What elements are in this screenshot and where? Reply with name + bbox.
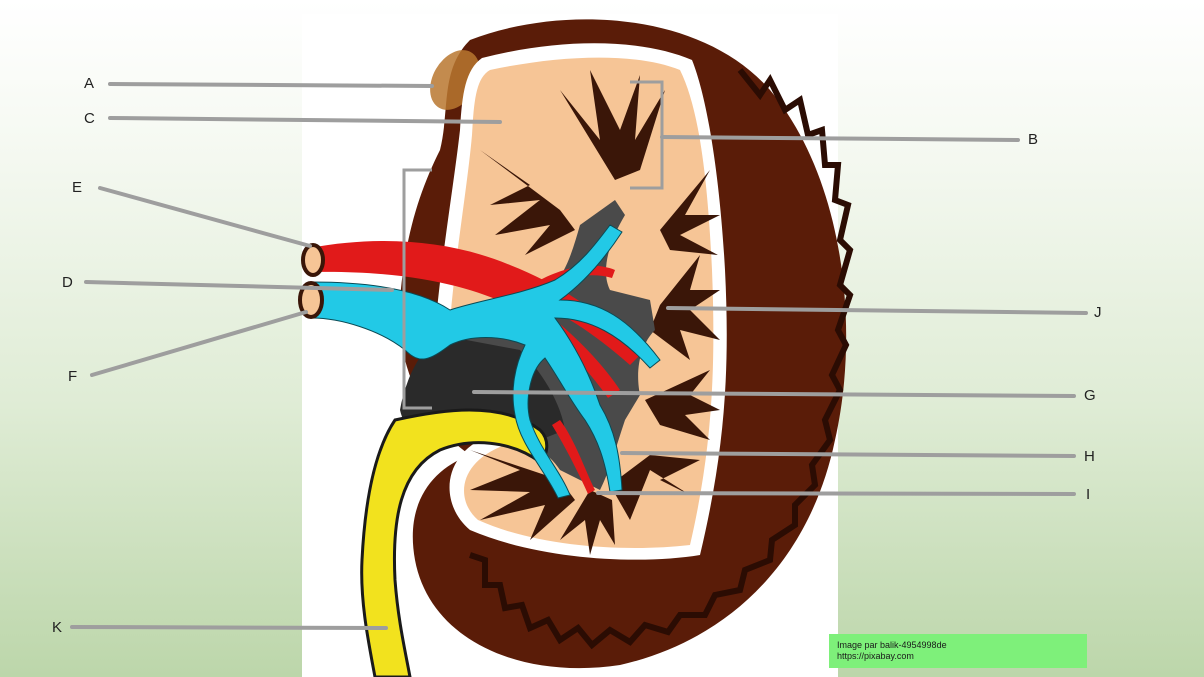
label-c: C bbox=[84, 111, 95, 126]
label-e: E bbox=[72, 180, 82, 195]
credit-line-2: https://pixabay.com bbox=[837, 651, 1087, 662]
leader-f bbox=[92, 312, 306, 375]
leader-a bbox=[110, 84, 432, 86]
label-a: A bbox=[84, 76, 94, 91]
leader-c bbox=[110, 118, 500, 122]
leader-k bbox=[72, 627, 386, 628]
label-f: F bbox=[68, 369, 77, 384]
leader-e bbox=[100, 188, 310, 246]
label-h: H bbox=[1084, 449, 1095, 464]
artery-opening bbox=[303, 245, 323, 275]
image-credit: Image par balik-4954998de https://pixaba… bbox=[829, 634, 1087, 668]
label-i: I bbox=[1086, 487, 1090, 502]
leader-i bbox=[598, 493, 1074, 494]
label-j: J bbox=[1094, 305, 1102, 320]
label-d: D bbox=[62, 275, 73, 290]
credit-line-1: Image par balik-4954998de bbox=[837, 640, 1087, 651]
label-b: B bbox=[1028, 132, 1038, 147]
label-g: G bbox=[1084, 388, 1096, 403]
label-k: K bbox=[52, 620, 62, 635]
